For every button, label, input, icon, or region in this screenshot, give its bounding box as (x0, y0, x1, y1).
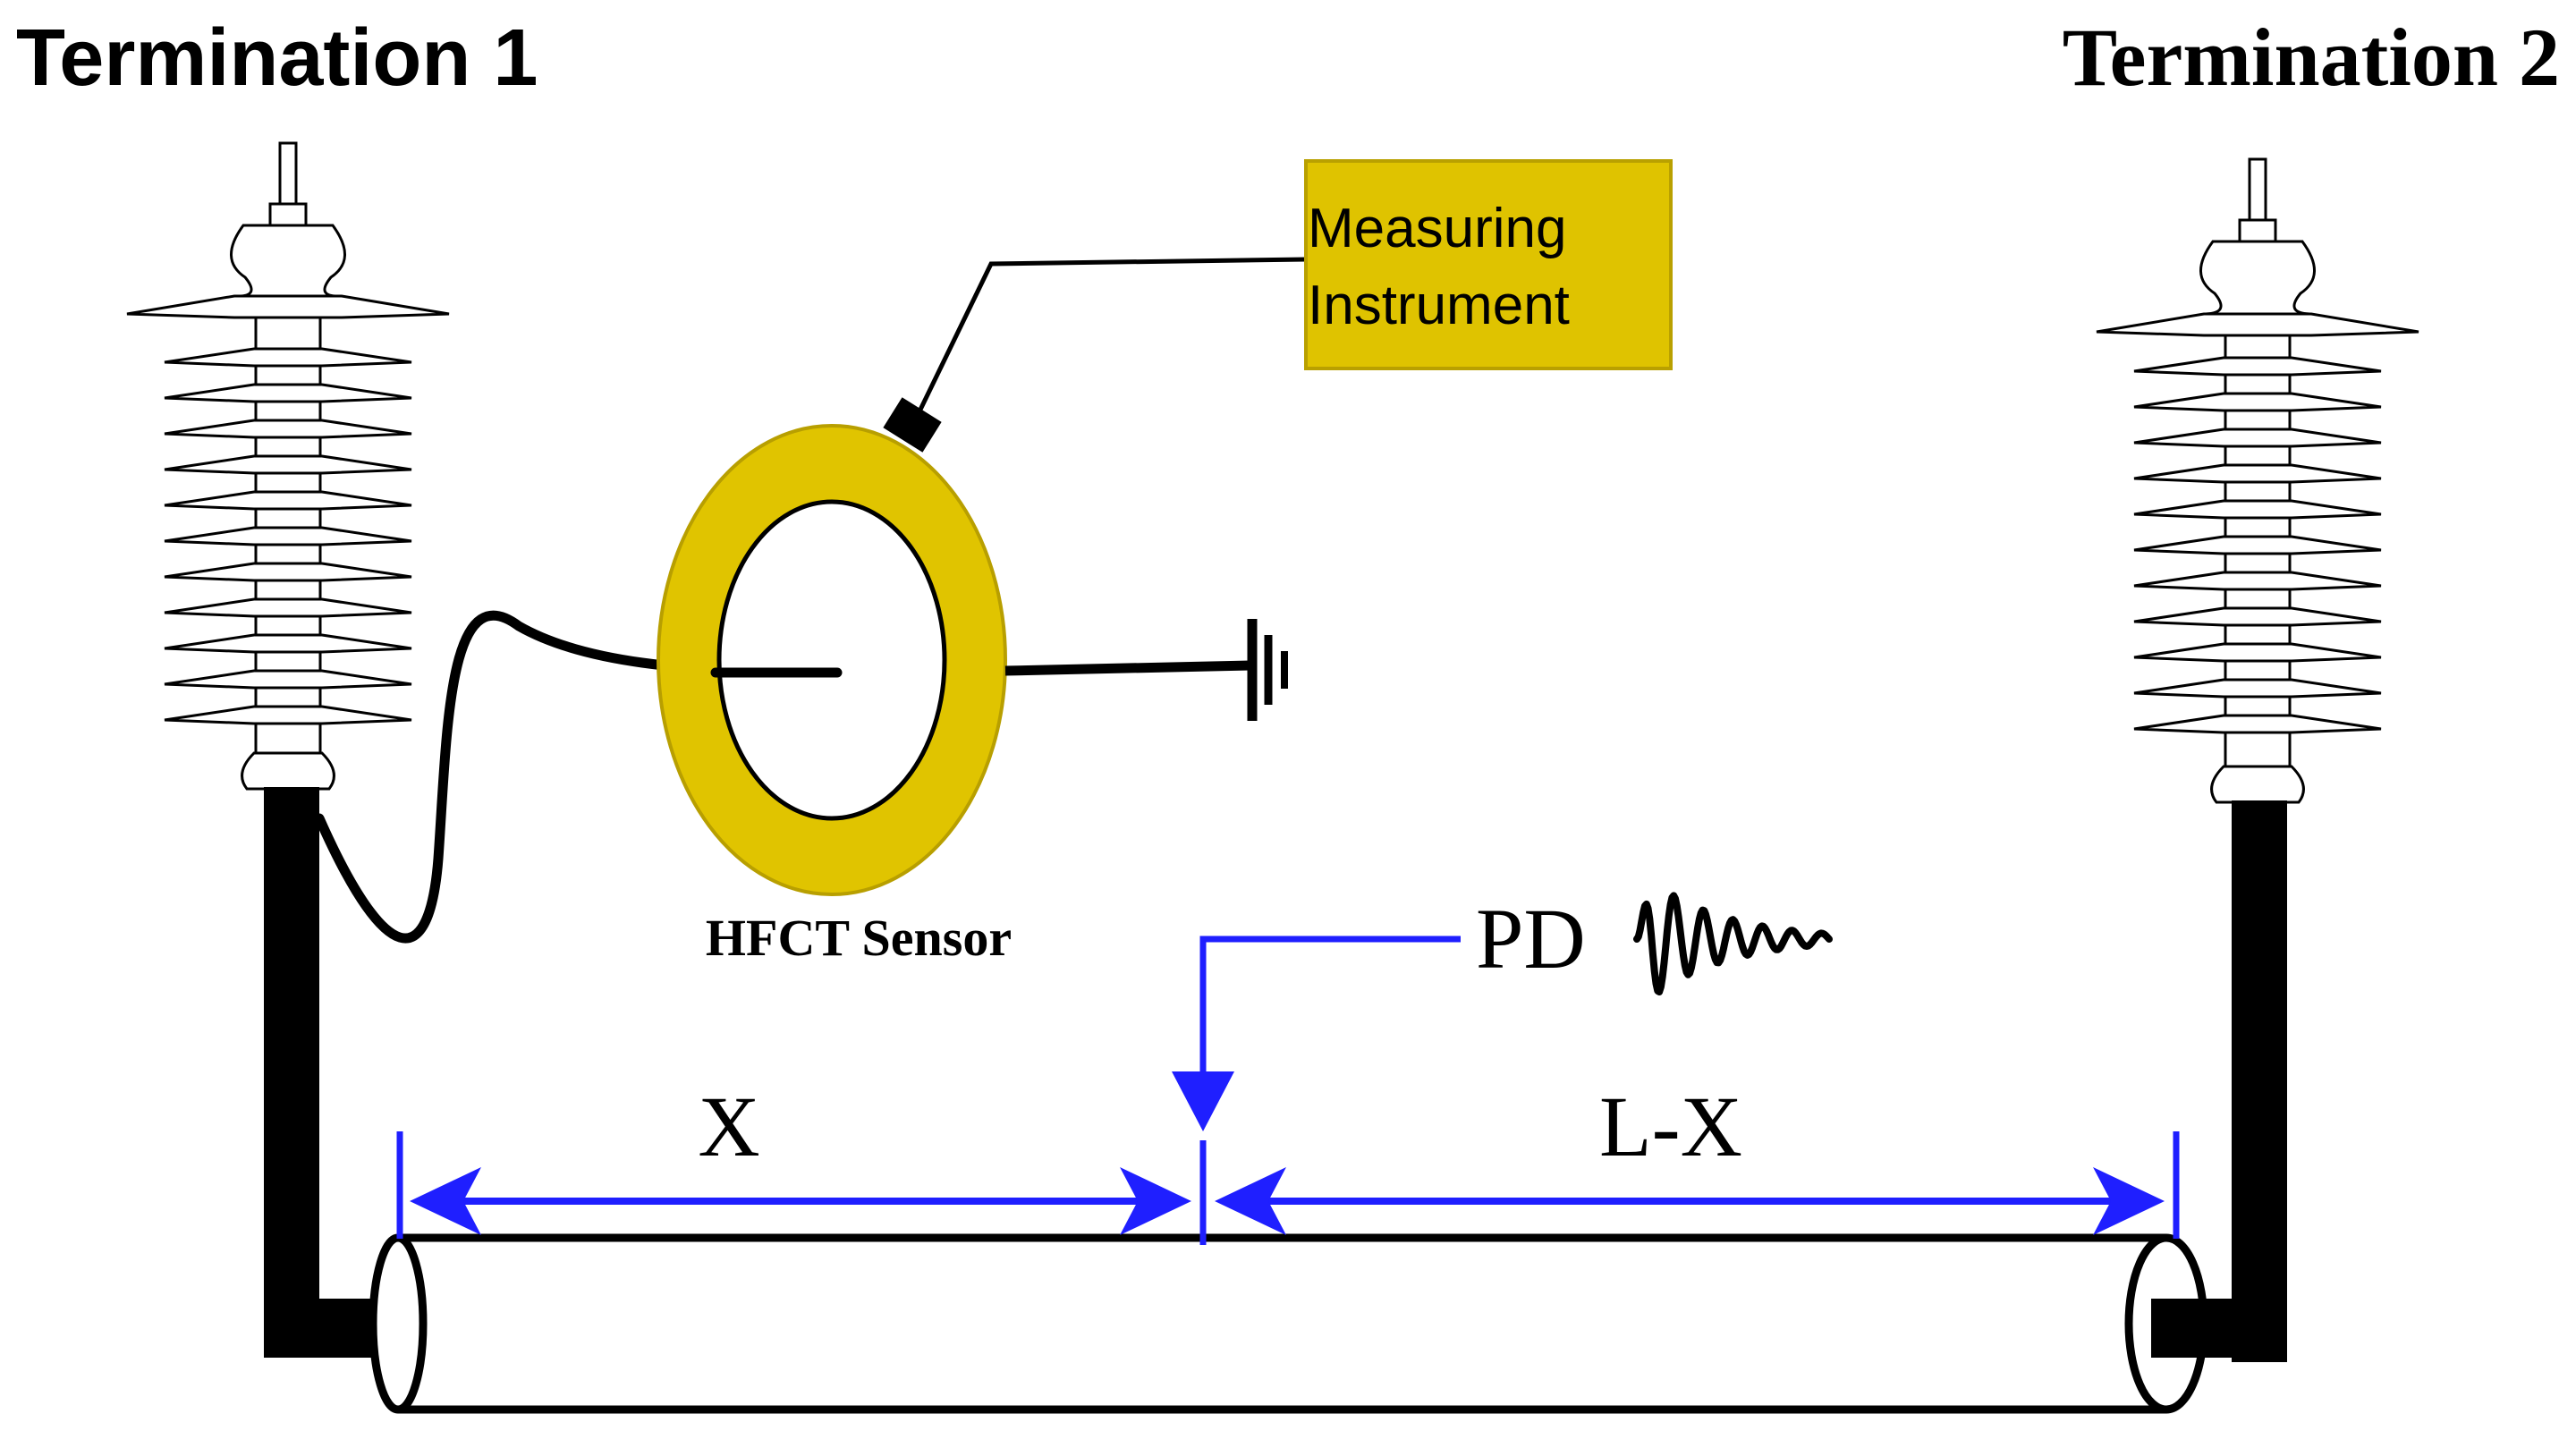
pd-pointer-arrowhead (1172, 1071, 1234, 1131)
instrument-lead (917, 257, 1307, 413)
pd-pointer-line (1199, 936, 1461, 1096)
measuring-instrument-label-line1: Measuring (1308, 198, 1566, 259)
pd-label: PD (1476, 891, 1586, 986)
dimension-x (410, 1167, 1191, 1235)
dimension-l-minus-x-label: L-X (1599, 1079, 1742, 1174)
measuring-instrument-label-line2: Instrument (1308, 275, 1570, 336)
measuring-instrument: Measuring Instrument (1304, 159, 1673, 370)
dimension-l-minus-x (1215, 1167, 2165, 1235)
hfct-sensor (657, 397, 1007, 896)
termination-1-insulator (126, 141, 450, 791)
termination-2-lead (2232, 800, 2287, 1362)
ground-wire (1004, 660, 1253, 676)
pd-waveform-icon (1633, 892, 1833, 995)
termination-1-title: Termination 1 (16, 13, 538, 103)
termination-1-lead (264, 787, 319, 1358)
dimension-markers (396, 1131, 2180, 1245)
ground-lead-cable (314, 610, 842, 944)
hfct-connector (883, 397, 942, 453)
hfct-sensor-label: HFCT Sensor (706, 909, 1012, 967)
termination-2-title: Termination 2 (2063, 12, 2560, 103)
power-cable (369, 1233, 2208, 1414)
cable-end-left (369, 1233, 428, 1414)
dimension-x-label: X (698, 1079, 759, 1174)
termination-2-insulator (2096, 157, 2419, 804)
ground-icon (1247, 619, 1288, 721)
